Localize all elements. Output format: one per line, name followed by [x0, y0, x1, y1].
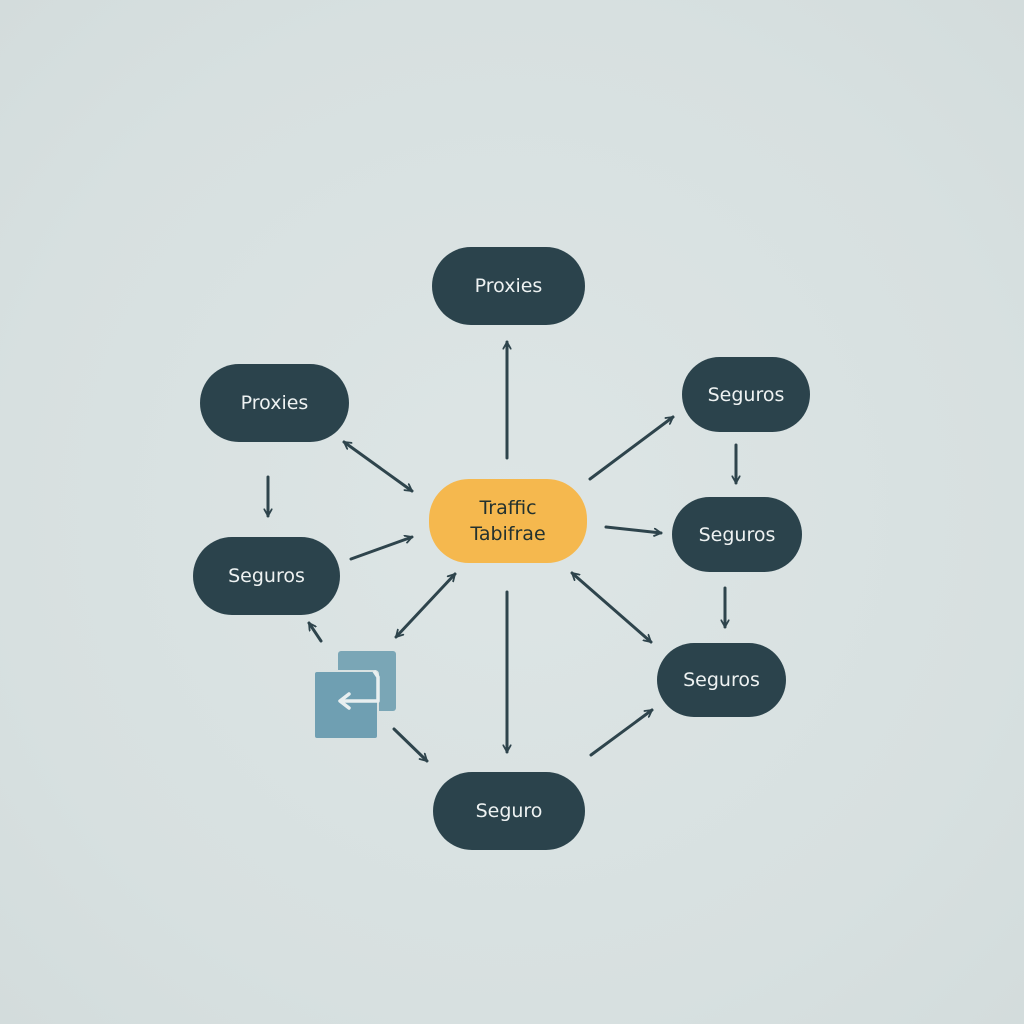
- node-label: Seguros: [683, 669, 760, 691]
- node-label: Proxies: [240, 392, 309, 414]
- node-label: Proxies: [474, 275, 543, 297]
- edge-bottom-to-right-bottom: [589, 708, 654, 757]
- center-label-line1: Traffic: [479, 497, 537, 519]
- switch-windows-icon[interactable]: [312, 649, 398, 741]
- node-right-top-seguros[interactable]: Seguros: [682, 357, 810, 432]
- edge-center-to-right-top: [588, 415, 675, 481]
- edge-center-icon: [394, 572, 457, 639]
- edge-center-to-right-mid: [604, 525, 663, 533]
- node-right-mid-seguros[interactable]: Seguros: [672, 497, 802, 572]
- node-bottom-seguro[interactable]: Seguro: [433, 772, 585, 850]
- center-label-line2: Tabifrae: [470, 523, 546, 545]
- edge-center-left-top: [342, 440, 414, 493]
- node-center-traffic[interactable]: Traffic Tabifrae: [429, 479, 587, 563]
- node-label: Seguros: [707, 383, 785, 406]
- edge-icon-to-bottom: [392, 727, 429, 763]
- node-left-mid-seguros[interactable]: Seguros: [193, 537, 340, 615]
- edge-icon-to-left-mid: [307, 621, 323, 643]
- edge-center-right-bottom: [570, 571, 653, 644]
- node-left-top-proxies[interactable]: Proxies: [200, 364, 349, 442]
- node-label: Seguros: [228, 565, 305, 587]
- edge-left-mid-to-center: [349, 537, 414, 561]
- node-label: Seguro: [475, 800, 543, 822]
- node-top-proxies[interactable]: Proxies: [432, 247, 585, 325]
- node-label: Seguros: [698, 523, 776, 546]
- node-right-bottom-seguros[interactable]: Seguros: [657, 643, 786, 717]
